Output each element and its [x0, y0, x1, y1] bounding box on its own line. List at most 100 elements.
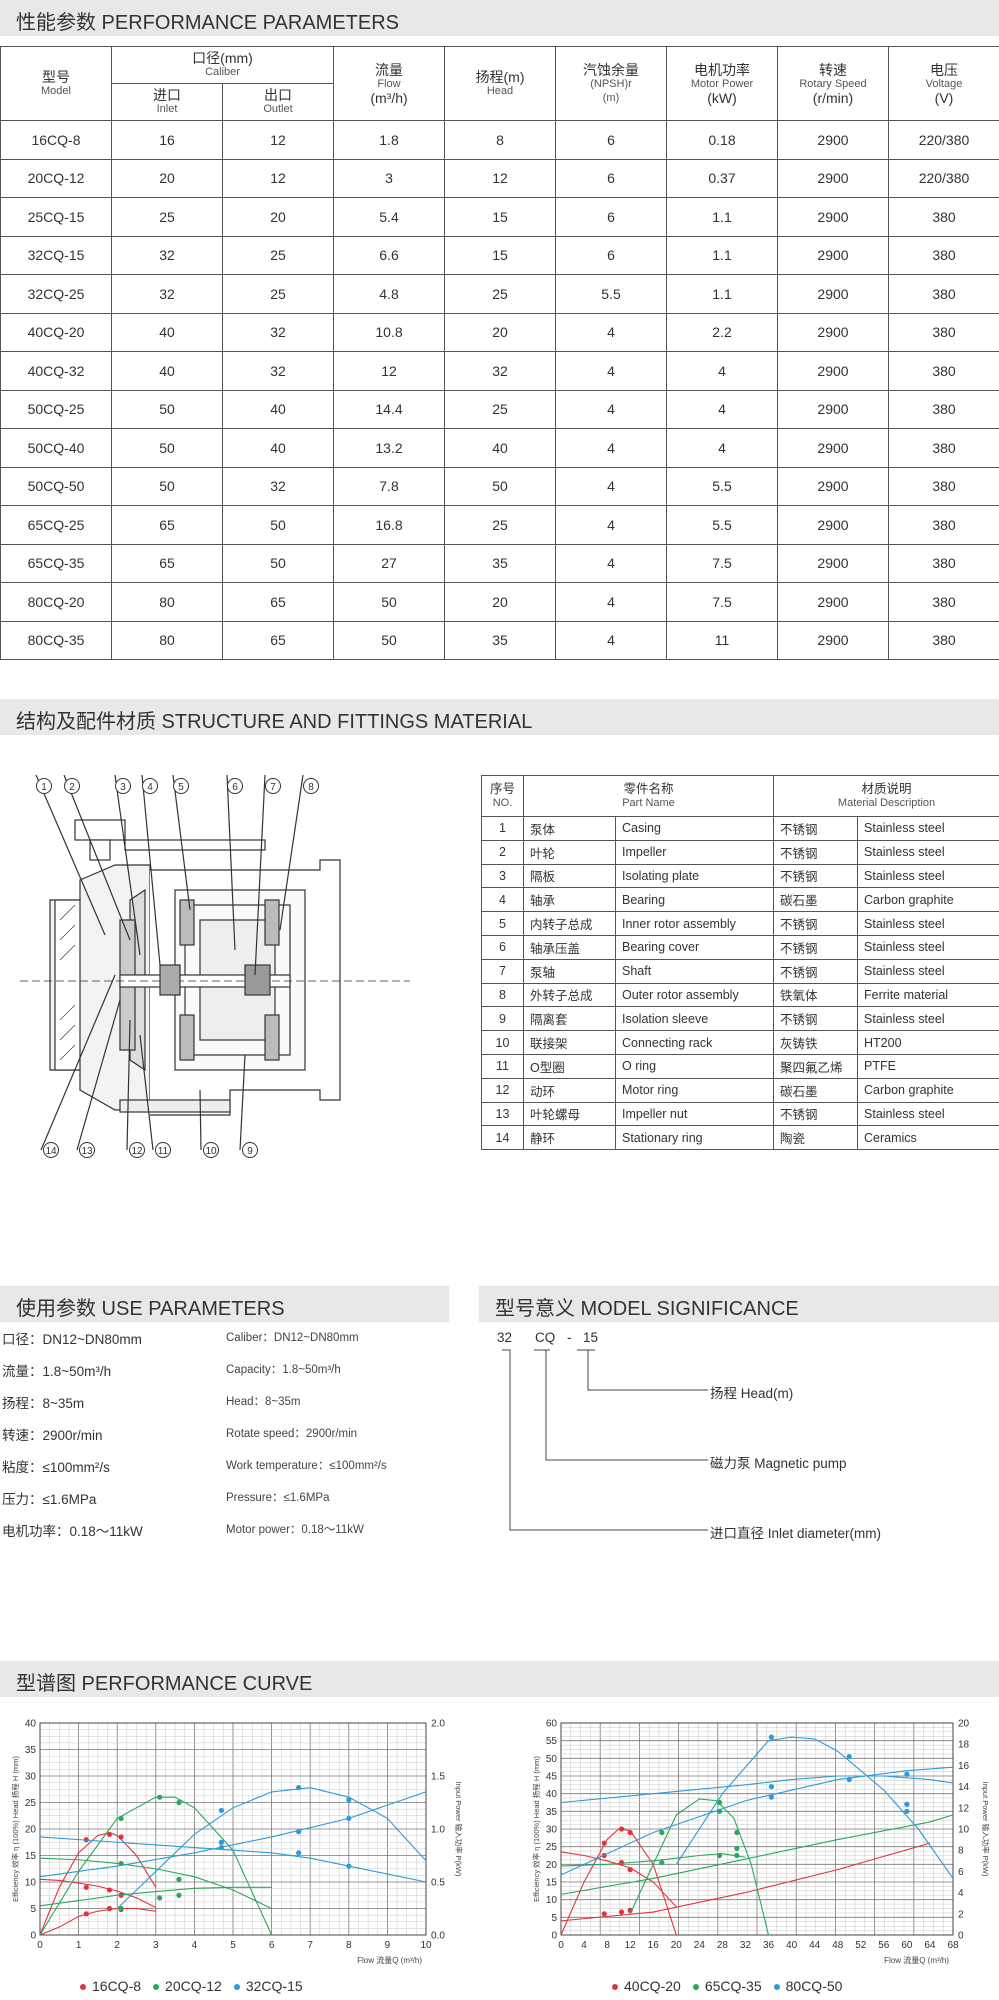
performance-cell: 380 [888, 582, 999, 622]
performance-cell: 32CQ-25 [0, 274, 112, 314]
y-tick-label: 40 [25, 1719, 37, 1730]
legend-item: 20CQ-12 [153, 1978, 222, 1994]
y-tick-label: 45 [546, 1772, 558, 1783]
parts-cell: 泵体 [523, 816, 616, 841]
series-line-head [560, 1851, 677, 1908]
series-point [83, 1911, 89, 1917]
performance-cell: 25 [222, 274, 334, 314]
performance-section-band: 性能参数 PERFORMANCE PARAMETERS [0, 0, 999, 36]
use-param-en: Motor power：0.18～11kW [226, 1524, 364, 1536]
series-point [627, 1829, 633, 1836]
performance-section-title: 性能参数 PERFORMANCE PARAMETERS [16, 12, 399, 34]
performance-cell: 35 [444, 543, 556, 583]
performance-cell: 4 [555, 505, 667, 545]
series-point [716, 1852, 723, 1859]
y2-tick-label: 8 [958, 1846, 964, 1857]
performance-cell: 40 [222, 428, 334, 468]
callout-number: 14 [45, 1146, 57, 1157]
performance-cell: 25 [444, 389, 556, 429]
parts-cell: 联接架 [523, 1030, 616, 1055]
header-npsh: 汽蚀余量(NPSH)r(m) [555, 46, 667, 121]
parts-cell: PTFE [857, 1053, 999, 1079]
structure-section-band: 结构及配件材质 STRUCTURE AND FITTINGS MATERIAL [0, 699, 999, 735]
series-point [716, 1799, 723, 1806]
parts-cell: Stainless steel [857, 1101, 999, 1127]
series-point [118, 1834, 124, 1840]
use-param-zh: 流量：1.8~50m³/h [2, 1364, 112, 1379]
model-label-inlet-diameter: 进口直径 Inlet diameter(mm) [710, 1526, 882, 1541]
performance-cell: 50 [444, 466, 556, 506]
performance-cell: 0.37 [666, 158, 778, 198]
x-axis-label: Flow 流量Q (m³/h) [884, 1955, 949, 1965]
series-line-efficiency [116, 1787, 427, 1909]
use-param-en: Capacity：1.8~50m³/h [226, 1364, 341, 1376]
series-point [734, 1852, 740, 1859]
callout-marker: 13 [79, 1142, 95, 1158]
performance-cell: 4.8 [333, 274, 445, 314]
parts-cell: Ferrite material [857, 982, 999, 1008]
y-tick-label: 25 [546, 1842, 558, 1853]
performance-cell: 2900 [777, 505, 889, 545]
model-code-type: CQ [535, 1330, 556, 1345]
series-point [157, 1794, 163, 1800]
performance-cell: 25 [444, 274, 556, 314]
performance-cell: 6 [555, 120, 667, 160]
performance-cell: 5.5 [666, 466, 778, 506]
use-param-zh: 压力：≤1.6MPa [2, 1492, 97, 1507]
x-tick-label: 20 [671, 1940, 683, 1951]
performance-cell: 380 [888, 620, 999, 660]
callout-marker: 14 [43, 1142, 59, 1158]
callout-number: 1 [41, 782, 47, 793]
performance-cell: 1.1 [666, 235, 778, 275]
y-axis-label-left: Efficiency 效率 η (100%) Head 扬程 H (mm) [531, 1756, 541, 1902]
callout-number: 6 [232, 782, 238, 793]
parts-cell: 泵轴 [523, 958, 616, 984]
header-caliber: 口径(mm)Caliber [111, 46, 334, 84]
performance-cell: 80CQ-35 [0, 620, 112, 660]
parts-cell: Bearing cover [614, 934, 775, 960]
series-line-efficiency [39, 1796, 273, 1936]
performance-cell: 2900 [777, 466, 889, 506]
y-tick-label: 40 [546, 1789, 558, 1800]
parts-cell: 陶瓷 [773, 1125, 859, 1151]
series-point [846, 1776, 852, 1783]
performance-cell: 65CQ-35 [0, 543, 112, 583]
y2-tick-label: 14 [958, 1782, 970, 1793]
performance-cell: 16CQ-8 [0, 120, 112, 160]
x-tick-label: 24 [694, 1940, 706, 1951]
use-section-title: 使用参数 USE PARAMETERS [16, 1298, 285, 1320]
y-tick-label: 20 [25, 1825, 37, 1836]
callout-number: 2 [69, 782, 75, 793]
performance-cell: 7.5 [666, 582, 778, 622]
series-point [218, 1807, 225, 1814]
series-point [659, 1829, 665, 1836]
performance-cell: 16 [111, 120, 223, 160]
parts-cell: 碳石墨 [773, 1077, 859, 1103]
series-point [218, 1839, 225, 1845]
parts-cell: 碳石墨 [773, 887, 859, 913]
series-point [904, 1771, 910, 1777]
series-point [768, 1794, 775, 1800]
x-tick-label: 32 [740, 1940, 752, 1951]
x-tick-label: 4 [581, 1940, 587, 1951]
series-point [118, 1815, 124, 1821]
performance-cell: 50 [111, 389, 223, 429]
performance-cell: 14.4 [333, 389, 445, 429]
callout-marker: 1 [36, 778, 52, 794]
callout-marker: 10 [203, 1142, 219, 1158]
model-code-inlet: 32 [497, 1330, 513, 1345]
structure-section-title: 结构及配件材质 STRUCTURE AND FITTINGS MATERIAL [16, 711, 533, 733]
performance-cell: 380 [888, 543, 999, 583]
